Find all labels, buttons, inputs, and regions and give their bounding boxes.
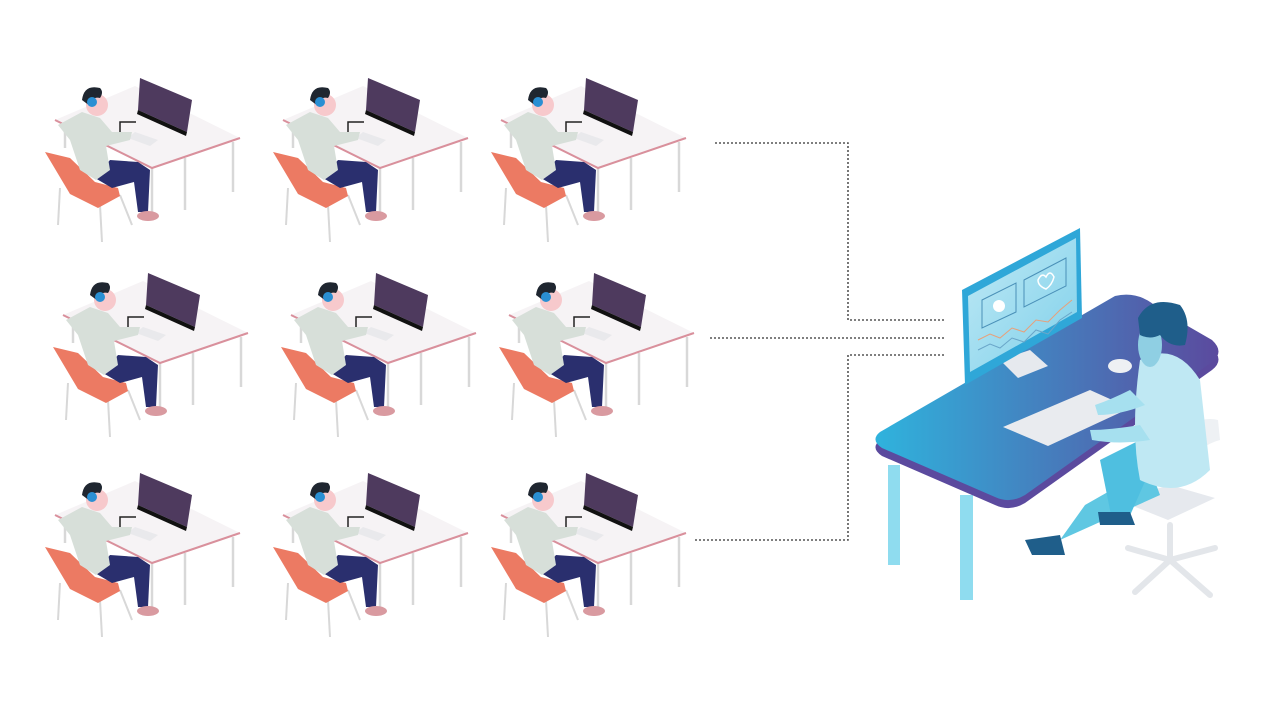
worker-station [279,271,478,439]
desk-leg [960,495,973,600]
desk-leg [888,465,900,565]
operator-hair [1138,301,1188,346]
worker-station [489,471,688,639]
worker-station [51,271,250,439]
mouse [1108,359,1132,373]
connectors [695,142,945,541]
worker-station [271,76,470,244]
office-chair [1125,522,1218,598]
connector-row-1 [715,142,945,321]
workers-grid [43,76,696,639]
connector-row-3 [695,354,945,541]
worker-station [489,76,688,244]
worker-station [43,76,242,244]
worker-station [271,471,470,639]
worker-station [43,471,242,639]
heart-rate-icon [1037,272,1055,290]
operator-station [875,228,1220,600]
operator-torso [1135,353,1210,488]
worker-station [497,271,696,439]
